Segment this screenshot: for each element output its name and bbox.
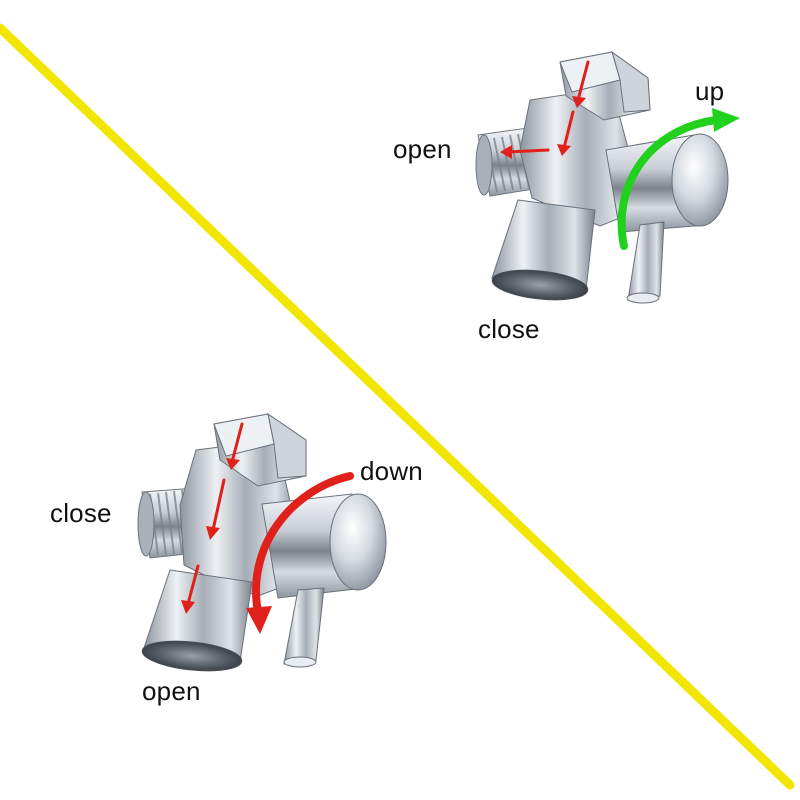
bottom-valve-flow-arrows bbox=[181, 422, 244, 614]
top-valve-outlet-spout bbox=[491, 199, 596, 301]
bottom-valve-hex-nut bbox=[213, 412, 307, 487]
top-valve-knob bbox=[605, 133, 729, 233]
top-valve-lever bbox=[627, 221, 665, 301]
top-valve-illustration bbox=[475, 50, 740, 304]
bottom-label-open: open bbox=[142, 676, 201, 706]
bottom-label-close: close bbox=[50, 498, 112, 528]
top-valve-hex-nut bbox=[559, 50, 651, 121]
bottom-valve-lever bbox=[283, 587, 325, 665]
bottom-valve-illustration bbox=[137, 412, 387, 672]
curved-arrow-up-icon bbox=[617, 108, 740, 250]
divider-line bbox=[0, 23, 795, 790]
top-label-close: close bbox=[478, 314, 540, 344]
bottom-label-down: down bbox=[360, 456, 423, 486]
curved-arrow-down-icon bbox=[246, 472, 354, 634]
bottom-valve-knob bbox=[261, 493, 387, 599]
bottom-valve-outlet-spout bbox=[141, 569, 253, 672]
top-valve-flow-arrows bbox=[500, 60, 590, 159]
top-label-up: up bbox=[695, 76, 725, 106]
top-label-open: open bbox=[393, 134, 452, 164]
